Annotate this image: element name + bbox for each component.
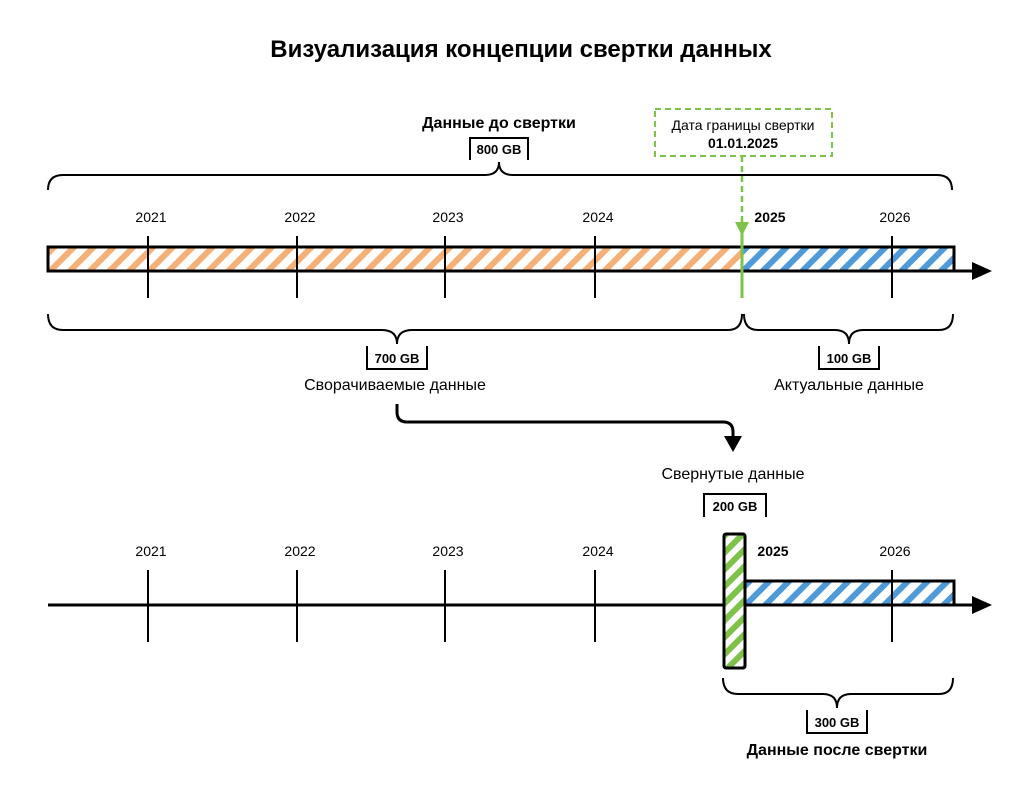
top-ticks [147,236,893,298]
top-year-2025: 2025 [754,209,785,225]
bottom-year-2023: 2023 [432,543,463,559]
rolled-data-size: 200 GB [713,499,758,514]
rollup-data-brace [47,313,743,345]
rollup-data-bar [49,248,742,270]
boundary-note-box [654,108,833,157]
boundary-arrowhead-icon [735,222,749,236]
current-data-label: Актуальные данные [774,377,924,394]
top-year-2022: 2022 [284,209,315,225]
bottom-year-2025: 2025 [757,543,788,559]
after-size-box [806,710,868,734]
bottom-ticks [147,570,893,642]
boundary-note: Дата границы свертки 01.01.2025 [654,108,833,236]
bottom-year-2026: 2026 [879,543,910,559]
top-year-2023: 2023 [432,209,463,225]
rollup-flow-connector [395,404,735,440]
rollup-flow-arrow-icon [724,436,742,452]
rolled-size-box [703,493,767,517]
after-data-brace [722,677,954,709]
boundary-label: Дата границы свертки [672,117,815,133]
rollup-data-size: 700 GB [375,351,420,366]
bottom-year-2024: 2024 [582,543,613,559]
current-size-box [818,346,880,370]
diagram-title: Визуализация концепции свертки данных [270,36,772,63]
top-year-2026: 2026 [879,209,910,225]
all-data-label: Данные до свертки [422,115,576,132]
bottom-year-2021: 2021 [135,543,166,559]
all-data-brace [47,161,953,191]
top-axis-arrow-icon [972,262,992,280]
after-data-size: 300 GB [815,715,860,730]
current-data-bar [742,248,954,270]
all-data-size-box [469,137,529,160]
bottom-axis-arrow-icon [972,596,992,614]
after-current-data-bar [745,582,954,604]
rollup-size-box [366,346,428,370]
top-all-data-group: Данные до свертки 800 GB [47,115,953,191]
rollup-data-label: Сворачиваемые данные [304,377,486,394]
boundary-date: 01.01.2025 [708,135,778,151]
top-year-2024: 2024 [582,209,613,225]
top-year-2021: 2021 [135,209,166,225]
after-data-label: Данные после свертки [747,742,928,759]
rolled-data-bar [722,532,747,670]
rolled-data-label: Свернутые данные [662,466,805,483]
current-data-brace [743,313,954,345]
current-data-size: 100 GB [827,351,872,366]
bottom-year-2022: 2022 [284,543,315,559]
all-data-size: 800 GB [477,142,522,157]
